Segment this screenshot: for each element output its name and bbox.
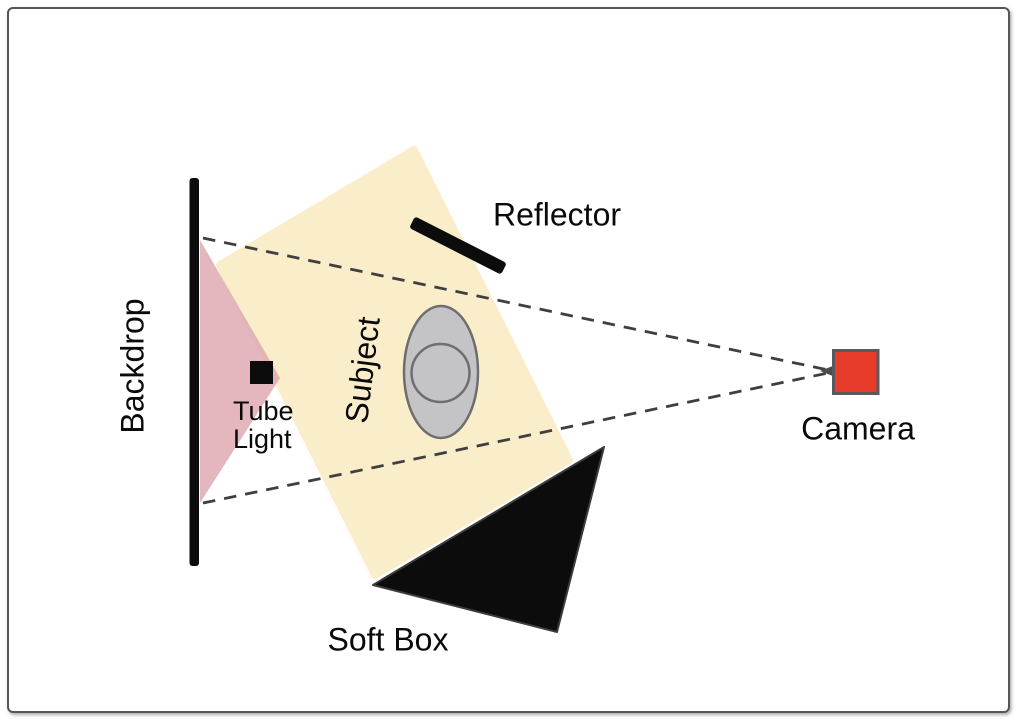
tube-light-label: Tube Light [233,397,294,453]
tube-light-label-line2: Light [233,424,292,454]
subject-head-shape [410,342,471,404]
tube-light-label-line1: Tube [233,396,294,426]
soft-box-label: Soft Box [327,621,449,658]
tubelight-beam-shape [200,240,280,503]
camera-shape [832,349,880,395]
backdrop-bar-shape [189,178,199,566]
camera-label: Camera [801,410,915,447]
backdrop-label: Backdrop [114,298,151,434]
tubelight-shape [250,361,273,384]
reflector-label: Reflector [492,196,622,233]
subject-shape [402,304,480,440]
camera-arrowhead [820,365,834,377]
softbox-shape [372,446,605,633]
softbox-beam-shape [216,146,573,579]
reflector-shape [410,217,506,274]
